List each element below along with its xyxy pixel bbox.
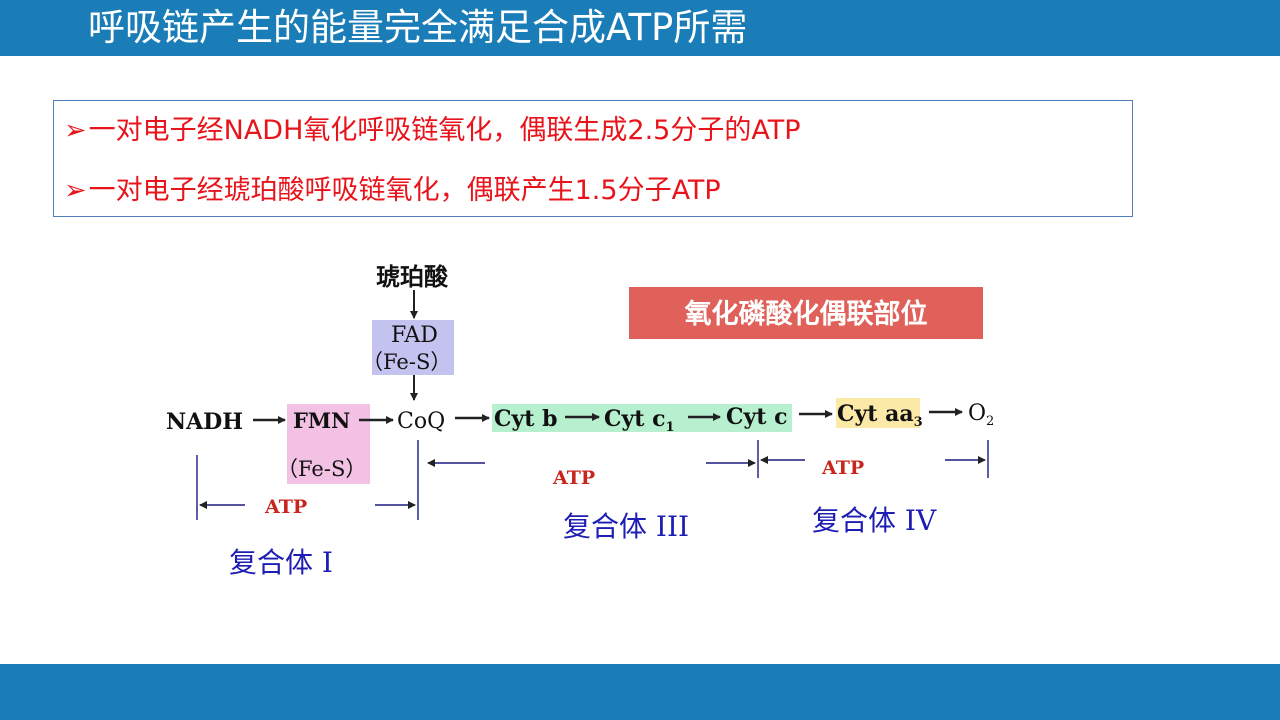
fad-box — [372, 320, 454, 375]
bullet-box: ➢一对电子经NADH氧化呼吸链氧化，偶联生成2.5分子的ATP ➢一对电子经琥珀… — [53, 100, 1133, 217]
o2-label: O2 — [968, 401, 994, 429]
bullet-arrow-icon: ➢ — [64, 175, 87, 206]
atp-label-1: ATP — [264, 496, 307, 518]
fad-label: FAD — [391, 323, 438, 348]
fad-fes-label: （Fe-S） — [362, 350, 451, 374]
cyt-aa3-label: Cyt aa3 — [837, 401, 923, 430]
succinate-label: 琥珀酸 — [376, 262, 449, 291]
bullet-item-2: ➢一对电子经琥珀酸呼吸链氧化，偶联产生1.5分子ATP — [64, 174, 721, 208]
coupling-site-2-bracket — [427, 440, 759, 478]
cyt-b-c-band — [492, 404, 792, 432]
complex-3-label: 复合体 III — [563, 510, 689, 543]
cyt-c1-label: Cyt c1 — [604, 406, 675, 435]
bullet-arrow-icon: ➢ — [64, 115, 87, 146]
atp-label-2: ATP — [552, 467, 595, 489]
coupling-site-badge — [629, 287, 983, 339]
coupling-site-1-bracket — [196, 440, 419, 520]
coupling-site-3-bracket — [760, 440, 989, 478]
atp-label-3: ATP — [821, 457, 864, 479]
slide-title: 呼吸链产生的能量完全满足合成ATP所需 — [88, 6, 748, 49]
cyt-c-label: Cyt c — [726, 404, 788, 430]
bullet-item-1: ➢一对电子经NADH氧化呼吸链氧化，偶联生成2.5分子的ATP — [64, 114, 800, 148]
fmn-label: FMN — [293, 408, 350, 433]
cyt-aa3-box — [836, 398, 920, 428]
fmn-box — [287, 404, 370, 484]
complex-1-label: 复合体 I — [229, 546, 333, 579]
footer-bar — [0, 664, 1280, 720]
fmn-fes-label: （Fe-S） — [277, 457, 366, 481]
coq-label: CoQ — [397, 409, 445, 434]
nadh-label: NADH — [166, 409, 243, 435]
coupling-site-badge-text: 氧化磷酸化偶联部位 — [684, 298, 928, 330]
complex-4-label: 复合体 IV — [812, 504, 937, 537]
cyt-b-label: Cyt b — [494, 406, 558, 432]
bullet-text-2: 一对电子经琥珀酸呼吸链氧化，偶联产生1.5分子ATP — [88, 175, 721, 206]
bullet-text-1: 一对电子经NADH氧化呼吸链氧化，偶联生成2.5分子的ATP — [88, 115, 801, 146]
title-bar: 呼吸链产生的能量完全满足合成ATP所需 — [0, 0, 1280, 56]
